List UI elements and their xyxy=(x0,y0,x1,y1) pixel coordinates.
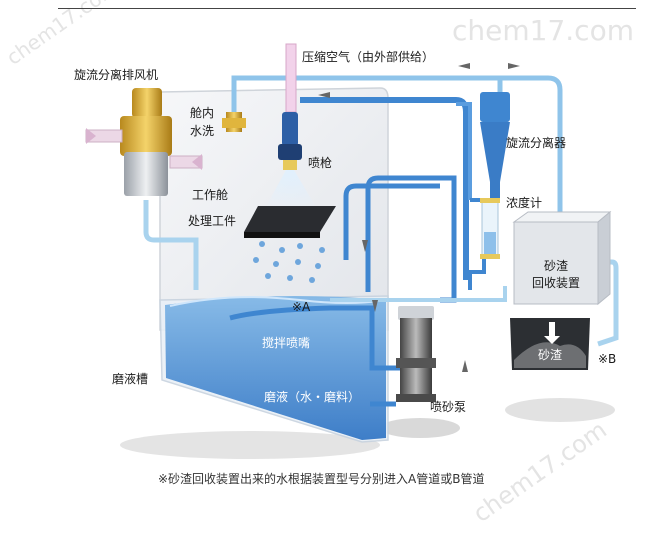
compressed-air-inlet xyxy=(285,43,297,113)
top-rule xyxy=(58,8,636,9)
label-pipe-a: ※A xyxy=(292,300,311,314)
cyclone-feed xyxy=(456,102,472,200)
residue-bin-icon xyxy=(510,318,590,370)
label-exhaust-fan: 旋流分离排风机 xyxy=(74,68,159,82)
label-work-cabin: 工作舱 xyxy=(192,188,229,202)
footnote: ※砂渣回收装置出来的水根据装置型号分别进入A管道或B管道 xyxy=(158,472,485,486)
label-stirring-nozzle: 搅拌喷嘴 xyxy=(262,336,311,350)
exhaust-pipe xyxy=(143,200,199,290)
wash-nozzle-icon xyxy=(222,112,246,132)
label-compressed-air: 压缩空气（由外部供给） xyxy=(302,50,435,64)
water-surface xyxy=(169,296,387,307)
agitator-pipe xyxy=(229,305,375,336)
label-blast-pump: 喷砂泵 xyxy=(430,400,467,414)
recovery-to-a xyxy=(330,286,507,302)
upper-return xyxy=(343,183,440,260)
air-pipe-right xyxy=(500,75,563,222)
label-residue-recovery: 砂渣 回收装置 xyxy=(532,259,581,290)
air-pipe-top xyxy=(231,75,503,112)
pump-outlet xyxy=(369,336,400,371)
watermark-top: chem17.com xyxy=(452,14,634,47)
concentration-meter-icon xyxy=(480,198,500,259)
floor-shadow-pump xyxy=(380,418,460,438)
flow-arrows xyxy=(318,63,520,372)
floor-shadow-tank xyxy=(120,431,380,459)
cyclone-separator-icon xyxy=(480,92,510,198)
blast-pump-icon xyxy=(396,306,436,402)
floor-shadow-recovery xyxy=(505,398,615,422)
label-workpiece: 处理工件 xyxy=(188,214,237,228)
label-residue: 砂渣 xyxy=(538,348,563,362)
recovery-to-b xyxy=(597,259,619,347)
label-spray-gun: 喷枪 xyxy=(308,156,333,170)
label-concentration-meter: 浓度计 xyxy=(506,196,543,210)
label-cabin-wash: 舱内 水洗 xyxy=(190,106,215,138)
slurry-water xyxy=(165,296,386,440)
label-pipe-b: ※B xyxy=(598,352,617,366)
meter-pipe xyxy=(468,198,486,290)
workpiece-icon xyxy=(244,206,336,232)
exhaust-fan-icon xyxy=(85,88,203,196)
label-slurry-tank: 磨液槽 xyxy=(112,372,149,386)
droplets xyxy=(253,241,325,283)
label-slurry: 磨液（水・磨料） xyxy=(264,390,361,404)
label-cyclone-separator: 旋流分离器 xyxy=(506,136,567,150)
residue-recovery-icon xyxy=(512,210,612,306)
spray-gun-icon xyxy=(262,112,320,214)
